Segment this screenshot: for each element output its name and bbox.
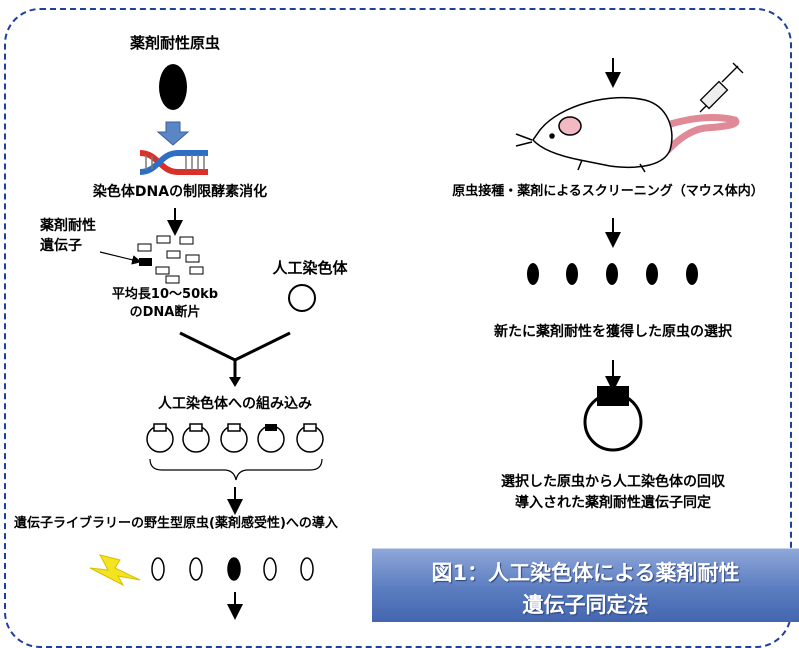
recovery-label-2: 導入された薬剤耐性遺伝子同定 — [515, 495, 711, 511]
resistance-gene-label-1: 薬剤耐性 — [40, 218, 96, 234]
diagram-artwork — [89, 58, 744, 620]
artificial-chromosome-label: 人工染色体 — [272, 259, 348, 277]
fragment-length-label-1: 平均長10～50kb — [111, 287, 219, 302]
resistance-gene-pointer — [99, 251, 142, 265]
library-brace — [149, 458, 323, 481]
artificial-chromosome-icon — [288, 284, 316, 312]
figure-title-line2: 遺伝子同定法 — [522, 593, 649, 617]
merge-arrow — [179, 331, 291, 380]
screening-label: 原虫接種・薬剤によるスクリーニング（マウス体内） — [452, 184, 764, 199]
figure-title-banner: 図1：人工染色体による薬剤耐性 遺伝子同定法 — [372, 548, 799, 622]
figure-title-line1: 図1：人工染色体による薬剤耐性 — [431, 561, 740, 585]
recovery-label-1: 選択した原虫から人工染色体の回収 — [501, 474, 725, 490]
mouse-icon — [515, 96, 740, 173]
incorporation-label: 人工染色体への組み込み — [158, 396, 312, 412]
dna-fragments — [137, 235, 204, 284]
fragment-length-label-2: のDNA断片 — [129, 305, 201, 320]
restriction-digest-label: 染色体DNAの制限酵素消化 — [92, 184, 268, 200]
blue-arrow-icon — [156, 121, 190, 146]
recovered-chromosome-icon — [583, 386, 643, 452]
chromosome-row — [146, 423, 324, 453]
resistance-gene-label-2: 遺伝子 — [40, 238, 82, 254]
parasite-row — [151, 557, 314, 581]
selected-parasite-row — [527, 263, 698, 285]
resistance-gene-fragment — [139, 258, 152, 266]
library-introduction-label: 遺伝子ライブラリーの野生型原虫(薬剤感受性)への導入 — [14, 516, 338, 531]
lightning-icon — [89, 554, 141, 587]
drug-resistant-parasite-label: 薬剤耐性原虫 — [129, 34, 221, 52]
parasite-icon — [159, 64, 187, 110]
syringe-icon — [699, 62, 744, 113]
dna-icon — [139, 150, 208, 175]
selection-label: 新たに薬剤耐性を獲得した原虫の選択 — [494, 324, 732, 340]
